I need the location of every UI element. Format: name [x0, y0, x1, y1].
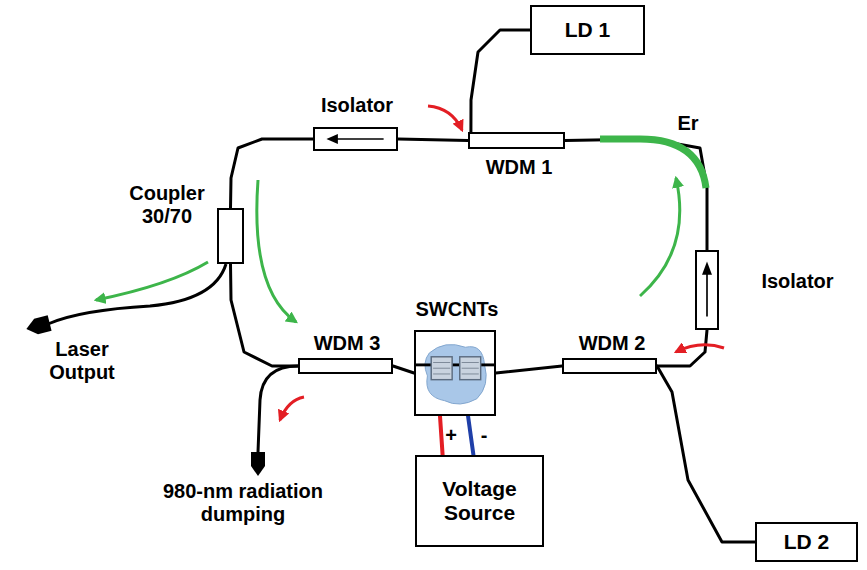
- component-label: SWCNTs: [397, 298, 517, 321]
- fiber-connector: [471, 30, 530, 132]
- signal-arrow: [96, 262, 208, 300]
- dump-label: 980-nm radiation dumping: [118, 480, 368, 526]
- dump-fiber: [258, 366, 298, 452]
- laser-diode: LD 1: [530, 5, 645, 55]
- erbium-fiber: [600, 139, 706, 188]
- wdm-coupler: WDM 2: [562, 358, 657, 374]
- polarity-sign: -: [478, 424, 490, 447]
- fiber-connector: [657, 366, 755, 542]
- component-label: LD 1: [565, 18, 611, 42]
- fiber-connector: [565, 139, 707, 250]
- fiber-connector: [231, 139, 314, 208]
- isolator: Isolator: [695, 250, 719, 330]
- component-label: Voltage Source: [417, 477, 542, 525]
- fiber-connector: [398, 139, 468, 141]
- electrode-wire: [440, 416, 443, 455]
- isolator: Isolator: [313, 127, 398, 151]
- output-fiber: [48, 264, 226, 324]
- voltage-source: Voltage Source: [415, 455, 544, 547]
- fiber-connector: [393, 366, 414, 373]
- electrode-wire: [468, 416, 473, 455]
- swcnt-cell: SWCNTs: [414, 330, 496, 416]
- wdm-coupler: WDM 1: [468, 132, 565, 149]
- component-label: WDM 3: [292, 332, 402, 355]
- signal-arrow: [640, 178, 680, 296]
- pump-arrow: [280, 397, 304, 420]
- pump-arrow: [676, 345, 724, 352]
- component-label: WDM 2: [557, 332, 667, 355]
- component-label: LD 2: [784, 530, 830, 554]
- fiber-end: [251, 452, 265, 476]
- component-label: Isolator: [302, 94, 412, 117]
- component-label: Coupler 30/70: [118, 182, 216, 228]
- component-label: Isolator: [735, 270, 860, 293]
- polarity-sign: +: [444, 424, 458, 447]
- fiber-connector: [496, 366, 562, 373]
- wdm-coupler: WDM 3: [298, 358, 393, 374]
- fiber-label: Er: [668, 112, 708, 135]
- output-label: Laser Output: [22, 338, 142, 384]
- fiber-coupler: Coupler 30/70: [217, 208, 244, 264]
- pump-arrow: [428, 106, 462, 130]
- fiber-end: [24, 315, 51, 336]
- component-label: WDM 1: [464, 156, 574, 179]
- signal-arrow: [257, 180, 296, 322]
- laser-diode: LD 2: [755, 522, 858, 562]
